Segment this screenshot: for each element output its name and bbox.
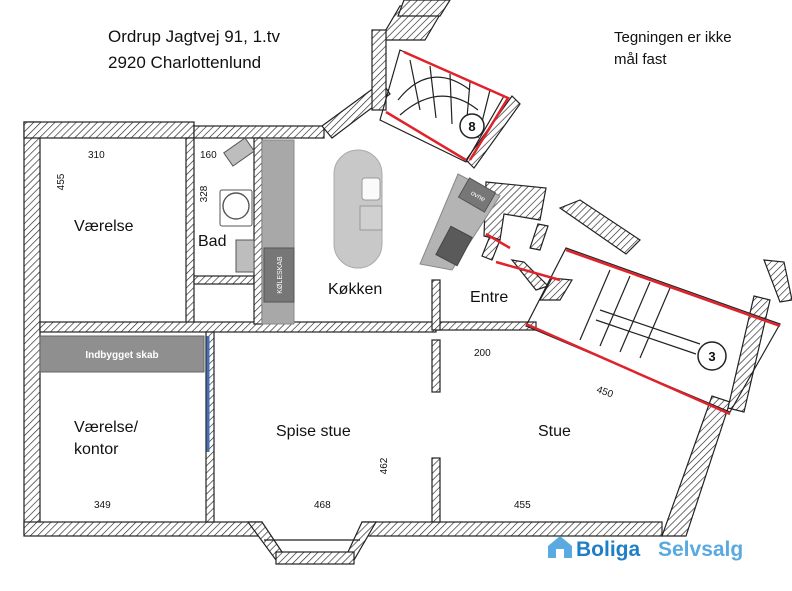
toilet-icon [223, 137, 255, 167]
stove-icon [435, 225, 473, 267]
kitchen-fixtures [261, 139, 501, 325]
room-spise-stue: Spise stue [276, 423, 351, 440]
room-vaerelse: Værelse [74, 218, 134, 235]
room-stue: Stue [538, 423, 571, 440]
room-bad: Bad [198, 233, 226, 250]
label-indbygget-skab: Indbygget skab [85, 350, 158, 361]
fridge-icon [263, 247, 295, 303]
boliga-logo: Boliga Selvsalg [548, 536, 743, 561]
interior-walls [39, 137, 537, 523]
dim-450: 450 [595, 384, 615, 400]
top-stair-label: 8 [468, 119, 475, 134]
logo-brand: Boliga [576, 538, 640, 561]
bathroom-fixtures [219, 137, 255, 273]
built-in-cupboard [39, 335, 210, 452]
dim-310: 310 [88, 150, 105, 161]
right-stair-label: 3 [708, 349, 715, 364]
stair-walls [465, 95, 792, 413]
house-icon [548, 536, 572, 558]
dim-328: 328 [199, 185, 210, 202]
address-line1: Ordrup Jagtvej 91, 1.tv [108, 27, 280, 46]
dim-160: 160 [200, 150, 217, 161]
bay-window [246, 521, 378, 565]
island-hob-icon [359, 205, 383, 231]
room-koekken: Køkken [328, 281, 382, 298]
note-line1: Tegningen er ikke [614, 29, 732, 46]
label-koeleskab: KØLESKAB [277, 256, 284, 294]
right-staircase: 3 [485, 232, 781, 416]
island-sink-icon [361, 177, 381, 201]
room-vaerelse-kontor-line1: Værelse/ [74, 419, 139, 436]
dim-468: 468 [314, 500, 331, 511]
sink-icon [222, 192, 250, 220]
dim-455-left: 455 [56, 173, 67, 190]
logo-sub: Selvsalg [658, 538, 743, 561]
room-vaerelse-kontor-line2: kontor [74, 441, 119, 458]
shower-icon [235, 239, 255, 273]
address-line2: 2920 Charlottenlund [108, 53, 261, 72]
dim-349: 349 [94, 500, 111, 511]
room-entre: Entre [470, 289, 508, 306]
top-staircase: 8 [379, 49, 510, 163]
dim-200: 200 [474, 348, 491, 359]
dim-455-bottom: 455 [514, 500, 531, 511]
oven-icon [457, 177, 497, 213]
dim-462: 462 [379, 457, 390, 474]
note-line2: mål fast [614, 51, 667, 68]
